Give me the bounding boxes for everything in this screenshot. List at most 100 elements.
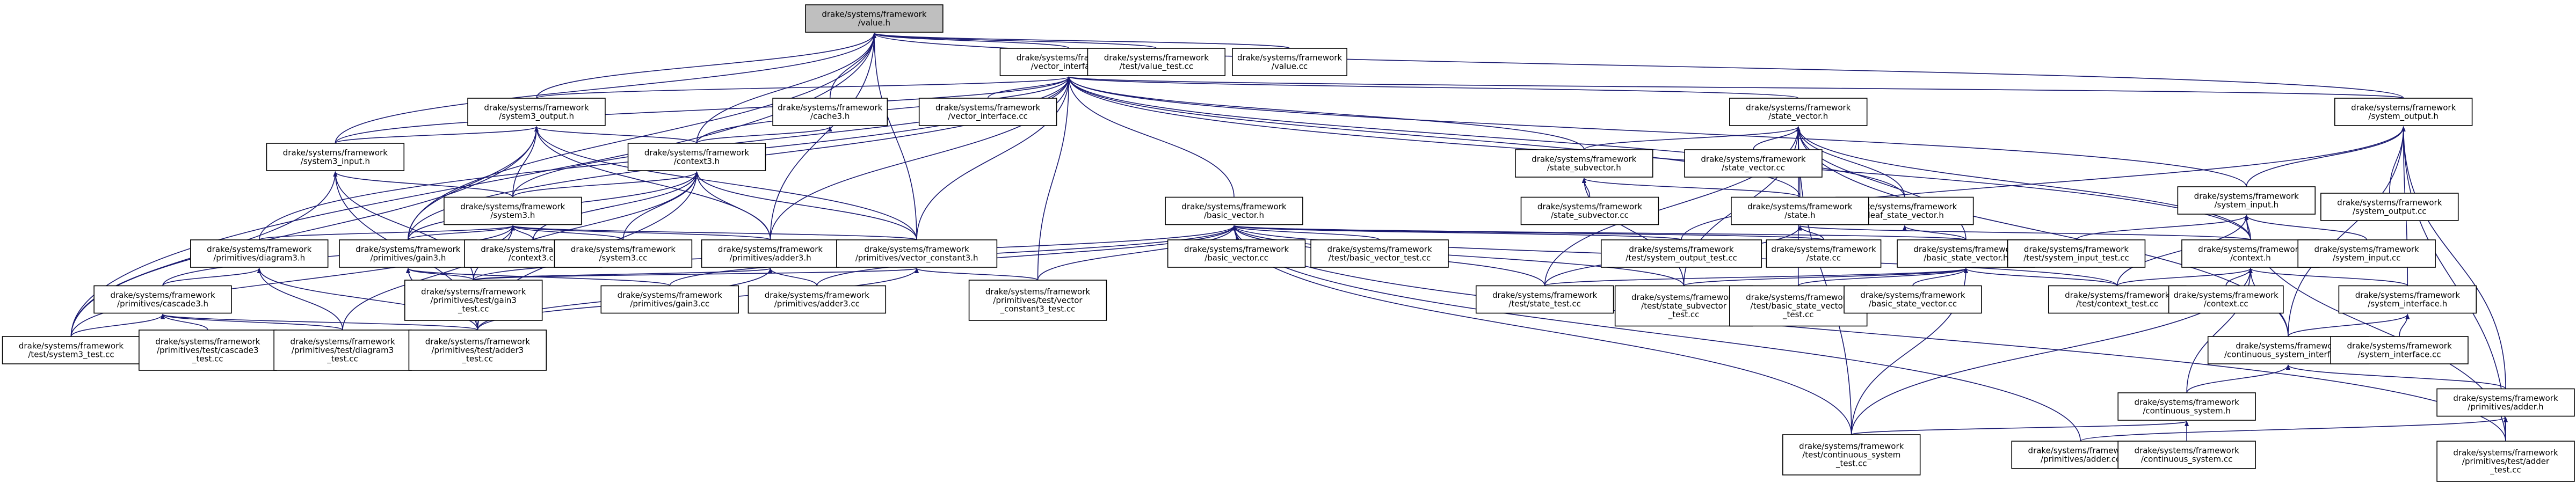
node-state-h[interactable]: drake/systems/framework/state.h [1731, 196, 1869, 225]
node-system-input-h[interactable]: drake/systems/framework/system_input.h [2177, 186, 2316, 215]
node-prim-test-vector-constant3-test-cc[interactable]: drake/systems/framework/primitives/test/… [968, 280, 1107, 321]
node-label-line: drake/systems/framework [19, 341, 124, 351]
node-label-line: drake/systems/framework [1701, 155, 1806, 164]
node-label-line: drake/systems/framework [865, 245, 970, 254]
edge-basic_vector_h-prim_test_adder_test_cc [1232, 225, 2506, 442]
node-cache3-h[interactable]: drake/systems/framework/cache3.h [772, 98, 888, 126]
node-prim-cascade3-h[interactable]: drake/systems/framework/primitives/casca… [93, 285, 232, 314]
node-basic-vector-h[interactable]: drake/systems/framework/basic_vector.h [1165, 196, 1303, 225]
node-prim-test-adder3-test-cc[interactable]: drake/systems/framework/primitives/test/… [408, 330, 547, 371]
node-box [2117, 392, 2256, 421]
node-test-continuous-system-test-cc[interactable]: drake/systems/framework/test/continuous_… [1782, 434, 1921, 475]
edge-value_h-test_value_test_cc [872, 33, 1157, 49]
node-box [404, 280, 543, 321]
node-system3-h[interactable]: drake/systems/framework/system3.h [444, 196, 582, 225]
edge-basic_vector_h-state_cc [1232, 225, 1824, 240]
edge-prim_adder3_h-prim_test_gain3_test_cc [473, 268, 773, 281]
edge-continuous_system_h-test_continuous_system_test_cc [1851, 421, 2189, 435]
node-continuous-system-cc[interactable]: drake/systems/framework/continuous_syste… [2117, 441, 2256, 469]
node-label-line: drake/systems/framework [2236, 341, 2341, 351]
edge-basic_state_vector_h-test_context_test_cc [1964, 268, 2118, 287]
node-box [339, 239, 477, 268]
node-label-line: _test.cc [1835, 459, 1867, 469]
node-label-line: /system3_input.h [301, 157, 370, 167]
node-label-line: drake/systems/framework [1852, 202, 1957, 211]
node-box [1731, 196, 1869, 225]
node-prim-test-adder-test-cc[interactable]: drake/systems/framework/primitives/test/… [2436, 441, 2575, 482]
edge-system3_output_h-system3_h [512, 126, 539, 197]
edge-system3_output_h-system3_input_h [335, 126, 539, 144]
node-state-subvector-cc[interactable]: drake/systems/framework/state_subvector.… [1520, 196, 1659, 225]
node-context-cc[interactable]: drake/systems/framework/context.cc [2168, 285, 2284, 314]
node-label-line: /primitives/gain3.h [370, 253, 446, 263]
node-prim-test-gain3-test-cc[interactable]: drake/systems/framework/primitives/test/… [404, 280, 543, 321]
node-test-context-test-cc[interactable]: drake/systems/framework/test/context_tes… [2048, 285, 2187, 314]
node-label-line: /test/basic_vector_test.cc [1329, 253, 1431, 264]
edge-value_h-system_output_h [872, 33, 2404, 99]
edge-prim_cascade3_h-prim_test_diagram3_test_cc [161, 313, 343, 331]
node-basic-state-vector-cc[interactable]: drake/systems/framework/basic_state_vect… [1844, 285, 1982, 314]
node-label-line: _constant3_test.cc [1000, 304, 1076, 314]
node-system-interface-h[interactable]: drake/systems/framework/system_interface… [2338, 285, 2477, 314]
node-label-line: /value.cc [1272, 62, 1308, 71]
node-context-h[interactable]: drake/systems/framework/context.h [2181, 239, 2320, 268]
node-prim-test-diagram3-test-cc[interactable]: drake/systems/framework/primitives/test/… [273, 330, 412, 371]
node-system-output-cc[interactable]: drake/systems/framework/system_output.cc [2320, 193, 2459, 221]
edge-context3_h-context3_cc [533, 171, 699, 240]
node-vector-interface-cc[interactable]: drake/systems/framework/vector_interface… [918, 98, 1057, 126]
node-label-line: /primitives/adder.cc [2041, 455, 2120, 464]
node-prim-vector-constant3-h[interactable]: drake/systems/framework/primitives/vecto… [836, 239, 998, 268]
node-test-value-test-cc[interactable]: drake/systems/framework/test/value_test.… [1087, 48, 1226, 76]
node-box [1766, 239, 1882, 268]
node-system-output-h[interactable]: drake/systems/framework/system_output.h [2334, 98, 2473, 126]
node-test-system-output-test-cc[interactable]: drake/systems/framework/test/system_outp… [1600, 239, 1762, 268]
edge-system_output_h-continuous_system_interface_h [2288, 126, 2406, 337]
edge-context_h-test_context_test_cc [2116, 268, 2253, 287]
node-state-vector-h[interactable]: drake/systems/framework/state_vector.h [1729, 98, 1868, 126]
node-label-line: /primitives/adder3.cc [774, 299, 860, 309]
node-continuous-system-h[interactable]: drake/systems/framework/continuous_syste… [2117, 392, 2256, 421]
node-label-line: _test.cc [1782, 310, 1814, 320]
node-label-line: /primitives/adder.h [2468, 402, 2543, 412]
edge-vector_interface_h-state_h [1066, 76, 1801, 197]
node-box [1729, 98, 1868, 126]
node-test-system3-test-cc[interactable]: drake/systems/framework/test/system3_tes… [2, 336, 141, 364]
node-system3-output-h[interactable]: drake/systems/framework/system3_output.h [467, 98, 606, 126]
node-label-line: _test.cc [192, 354, 223, 364]
edge-system_output_h-system_input_h [2246, 126, 2406, 187]
node-label-line: /basic_state_vector.h [1924, 253, 2008, 264]
node-basic-vector-cc[interactable]: drake/systems/framework/basic_vector.cc [1167, 239, 1306, 268]
edge-system3_input_h-system3_h [333, 171, 513, 197]
node-state-vector-cc[interactable]: drake/systems/framework/state_vector.cc [1684, 149, 1823, 178]
node-box [701, 239, 840, 268]
node-label-line: /primitives/test/adder3 [431, 346, 524, 355]
node-prim-diagram3-h[interactable]: drake/systems/framework/primitives/diagr… [190, 239, 329, 268]
node-prim-adder3-h[interactable]: drake/systems/framework/primitives/adder… [701, 239, 840, 268]
edge-system3_h-prim_diagram3_h [258, 225, 515, 240]
edge-value_h-value_cc [872, 33, 1290, 49]
node-test-state-test-cc[interactable]: drake/systems/framework/test/state_test.… [1475, 285, 1614, 314]
node-label-line: drake/systems/framework [1746, 292, 1851, 302]
edge-system_output_h-test_system_output_test_cc [1681, 126, 2406, 240]
node-state-subvector-h[interactable]: drake/systems/framework/state_subvector.… [1515, 149, 1653, 178]
node-prim-gain3-cc[interactable]: drake/systems/framework/primitives/gain3… [600, 285, 739, 314]
edge-system3_h-prim_vector_constant3_h [511, 225, 917, 240]
edge-state_subvector_h-state_h [1581, 178, 1801, 198]
node-value-cc[interactable]: drake/systems/framework/value.cc [1232, 48, 1347, 76]
node-system-interface-cc[interactable]: drake/systems/framework/system_interface… [2330, 336, 2469, 364]
node-prim-gain3-h[interactable]: drake/systems/framework/primitives/gain3… [339, 239, 477, 268]
node-context3-h[interactable]: drake/systems/framework/context3.h [627, 143, 766, 171]
node-test-basic-vector-test-cc[interactable]: drake/systems/framework/test/basic_vecto… [1310, 239, 1449, 268]
node-test-system-input-test-cc[interactable]: drake/systems/framework/test/system_inpu… [2007, 239, 2146, 268]
node-state-cc[interactable]: drake/systems/framework/state.cc [1766, 239, 1882, 268]
node-label-line: /basic_vector.h [1204, 210, 1264, 221]
node-prim-adder-cc[interactable]: drake/systems/framework/primitives/adder… [2011, 441, 2150, 469]
node-prim-adder3-cc[interactable]: drake/systems/framework/primitives/adder… [748, 285, 887, 314]
node-prim-adder-h[interactable]: drake/systems/framework/primitives/adder… [2436, 388, 2575, 417]
node-label-line: drake/systems/framework [2135, 398, 2240, 407]
node-system-input-cc[interactable]: drake/systems/framework/system_input.cc [2297, 239, 2436, 268]
node-system3-input-h[interactable]: drake/systems/framework/system3_input.h [266, 143, 405, 171]
node-system3-cc[interactable]: drake/systems/framework/system3.cc [554, 239, 693, 268]
edge-basic_state_vector_h-test_state_subvector_test_cc [1683, 268, 1968, 287]
node-prim-test-cascade3-test-cc[interactable]: drake/systems/framework/primitives/test/… [139, 330, 277, 371]
